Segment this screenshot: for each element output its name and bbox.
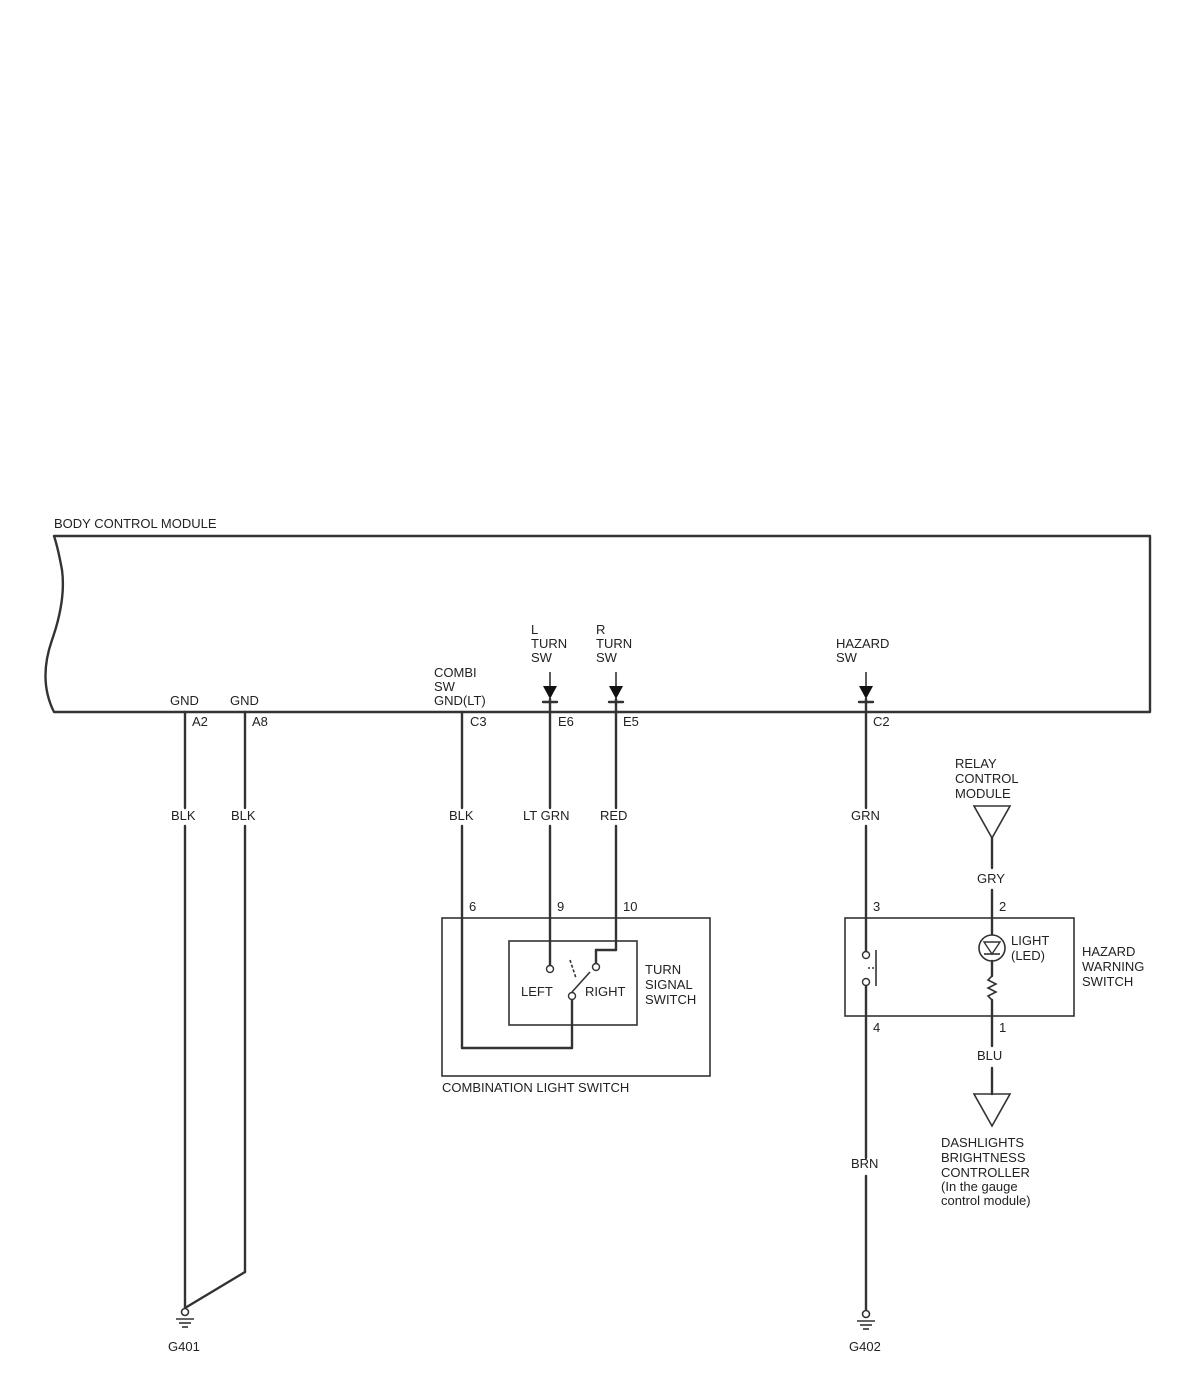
lturn-name-line3: SW <box>531 650 553 665</box>
rturn-name-line3: SW <box>596 650 618 665</box>
dashlights-label-line1: DASHLIGHTS <box>941 1135 1024 1150</box>
gnd-a2-name: GND <box>170 693 199 708</box>
hazard-warning-switch: HAZARD WARNING SWITCH LIGHT (LED) <box>844 917 1144 1018</box>
relay-switch-pin: 2 <box>999 899 1006 914</box>
rturn-name-line1: R <box>596 622 605 637</box>
combination-light-switch: COMBINATION LIGHT SWITCH LEFT RIGHT TURN… <box>441 917 711 1095</box>
hazard-switch-line2: WARNING <box>1082 959 1144 974</box>
combi-name-line1: COMBI <box>434 665 477 680</box>
combi-name-line2: SW <box>434 679 456 694</box>
hazard-wire-color-top: GRN <box>851 808 880 823</box>
turn-right-label: RIGHT <box>585 984 626 999</box>
dashlights-label-line2: BRIGHTNESS <box>941 1150 1026 1165</box>
turn-signal-line1: TURN <box>645 962 681 977</box>
dashlights-label-line3: CONTROLLER <box>941 1165 1030 1180</box>
hazard-switch-pin-bottom: 4 <box>873 1020 880 1035</box>
lturn-switch-pin: 9 <box>557 899 564 914</box>
relay-label-line1: RELAY <box>955 756 997 771</box>
ground-g402-label: G402 <box>849 1339 881 1354</box>
ground-g401-label: G401 <box>168 1339 200 1354</box>
dashlights-label-line4: (In the gauge <box>941 1179 1018 1194</box>
rturn-wire-color: RED <box>600 808 627 823</box>
gnd-a2-circuit: GND A2 BLK <box>170 693 208 1310</box>
l-turn-sw-circuit: L TURN SW E6 LT GRN 9 <box>523 622 574 968</box>
combi-pin: C3 <box>470 714 487 729</box>
lturn-name-line2: TURN <box>531 636 567 651</box>
relay-label-line2: CONTROL <box>955 771 1019 786</box>
hazard-wire-color-bottom: BRN <box>851 1156 878 1171</box>
dashlights-label-line5: control module) <box>941 1193 1031 1208</box>
combi-name-line3: GND(LT) <box>434 693 486 708</box>
hazard-pin: C2 <box>873 714 890 729</box>
hazard-name-line1: HAZARD <box>836 636 889 651</box>
dashlights-switch-pin: 1 <box>999 1020 1006 1035</box>
hazard-switch-pin-top: 3 <box>873 899 880 914</box>
gnd-a8-name: GND <box>230 693 259 708</box>
resistor-icon <box>986 975 998 1001</box>
hazard-sw-circuit: HAZARD SW C2 GRN 3 4 BRN <box>836 636 890 1312</box>
relay-wire-color: GRY <box>977 871 1005 886</box>
ground-g402: G402 <box>849 1309 881 1354</box>
body-control-module-box <box>44 534 1152 714</box>
turn-signal-line2: SIGNAL <box>645 977 693 992</box>
turn-left-label: LEFT <box>521 984 553 999</box>
combi-sw-gnd-circuit: COMBI SW GND(LT) C3 BLK 6 <box>434 665 574 1050</box>
lturn-wire-color: LT GRN <box>523 808 569 823</box>
combi-switch-pin: 6 <box>469 899 476 914</box>
relay-control-module: RELAY CONTROL MODULE GRY 2 <box>955 756 1019 936</box>
rturn-name-line2: TURN <box>596 636 632 651</box>
gnd-a8-circuit: GND A8 BLK <box>183 693 268 1310</box>
module-title: BODY CONTROL MODULE <box>54 516 217 531</box>
lturn-pin: E6 <box>558 714 574 729</box>
rturn-pin: E5 <box>623 714 639 729</box>
combination-switch-label: COMBINATION LIGHT SWITCH <box>442 1080 629 1095</box>
gnd-a2-wire-color: BLK <box>171 808 196 823</box>
led-icon <box>978 934 1006 962</box>
gnd-a8-pin: A8 <box>252 714 268 729</box>
light-label-line2: (LED) <box>1011 948 1045 963</box>
hazard-switch-line3: SWITCH <box>1082 974 1133 989</box>
r-turn-sw-circuit: R TURN SW E5 RED 10 <box>594 622 639 966</box>
ground-g401: G401 <box>168 1307 200 1354</box>
light-label-line1: LIGHT <box>1011 933 1049 948</box>
hazard-switch-line1: HAZARD <box>1082 944 1135 959</box>
gnd-a8-wire-color: BLK <box>231 808 256 823</box>
lturn-name-line1: L <box>531 622 538 637</box>
gnd-a2-pin: A2 <box>192 714 208 729</box>
hazard-name-line2: SW <box>836 650 858 665</box>
relay-label-line3: MODULE <box>955 786 1011 801</box>
dashlights-brightness-controller: 1 BLU DASHLIGHTS BRIGHTNESS CONTROLLER (… <box>941 1014 1031 1208</box>
turn-signal-line3: SWITCH <box>645 992 696 1007</box>
combi-wire-color: BLK <box>449 808 474 823</box>
rturn-switch-pin: 10 <box>623 899 637 914</box>
dashlights-wire-color: BLU <box>977 1048 1002 1063</box>
